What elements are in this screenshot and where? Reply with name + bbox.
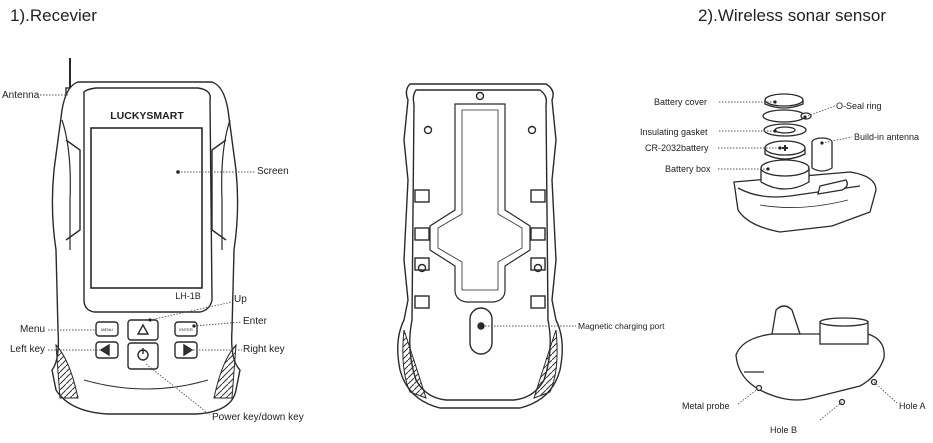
right-key-label: Right key	[243, 344, 285, 355]
menu-button-text: MENU	[101, 327, 113, 332]
enter-button-text: ENTER	[179, 327, 193, 332]
enter-label: Enter	[243, 316, 267, 327]
hole-b-label: Hole B	[770, 425, 798, 435]
metal-probe	[755, 384, 763, 392]
brand-label: LUCKYSMART	[110, 110, 184, 122]
receiver-back-view	[397, 83, 563, 409]
o-seal-ring-label: O-Seal ring	[836, 101, 882, 111]
battery-cover-label: Battery cover	[654, 97, 708, 107]
build-in-antenna-label: Build-in antenna	[854, 132, 920, 142]
charging-port	[469, 307, 493, 355]
hole-a-label: Hole A	[899, 401, 926, 411]
screen-label: Screen	[257, 166, 289, 177]
antenna-label: Antenna	[2, 90, 40, 101]
model-label: LH-1B	[175, 291, 201, 301]
keypad: MENU ENTER	[95, 319, 198, 370]
up-label: Up	[234, 294, 247, 305]
charging-port-label: Magnetic charging port	[578, 321, 665, 331]
receiver-section-title: 1).Recevier	[10, 6, 97, 25]
left-key-label: Left key	[10, 344, 46, 355]
sensor-exploded-view	[733, 93, 877, 233]
receiver-front-view: LUCKYSMART LH-1B MENU ENTER	[51, 58, 241, 415]
metal-probe-label: Metal probe	[682, 401, 730, 411]
menu-label: Menu	[20, 324, 46, 335]
sensor-section-title: 2).Wireless sonar sensor	[698, 6, 887, 25]
power-key-label: Power key/down key	[212, 412, 304, 423]
sensor-side-view	[735, 305, 885, 406]
battery-box-label: Battery box	[665, 164, 711, 174]
leader-lines	[40, 94, 899, 421]
receiver-screen	[90, 127, 203, 289]
battery-label: CR-2032battery	[645, 143, 709, 153]
leader-dots	[148, 100, 824, 328]
insulating-gasket-label: Insulating gasket	[640, 127, 708, 137]
